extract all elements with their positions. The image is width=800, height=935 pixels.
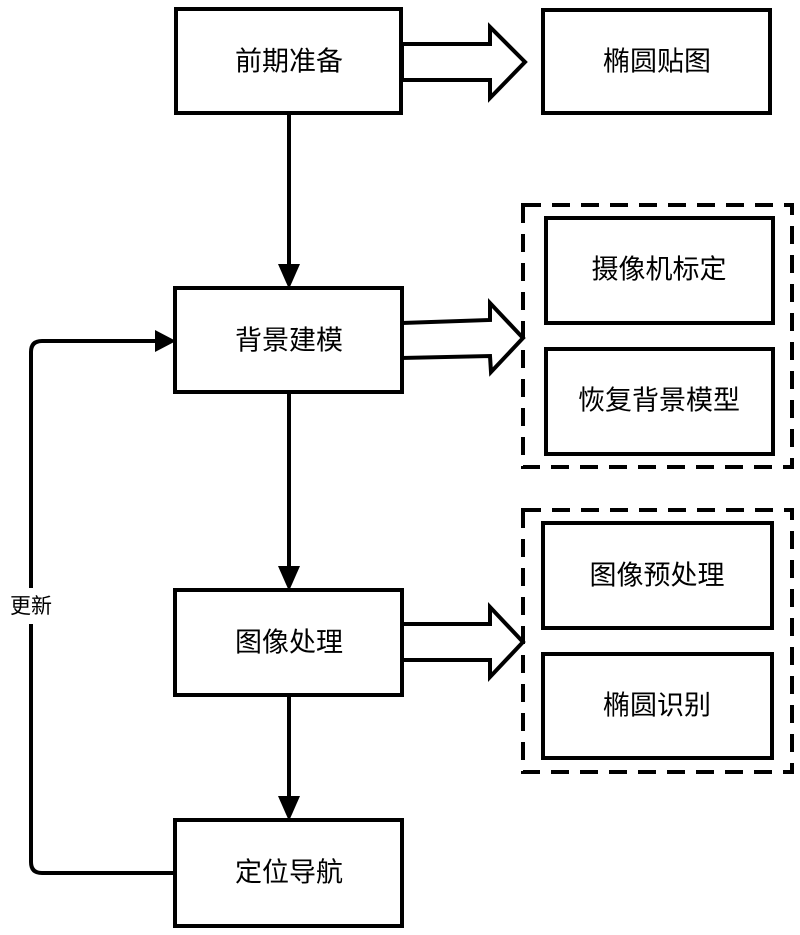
feedback-label: 更新 (10, 594, 52, 618)
node-restore-bg-model-label: 恢复背景模型 (578, 386, 740, 417)
group-img-proc: 图像预处理 椭圆识别 (521, 508, 794, 774)
node-camera-calibration-label: 摄像机标定 (592, 255, 727, 286)
node-prep: 前期准备 (174, 7, 403, 115)
node-prep-label: 前期准备 (235, 47, 343, 78)
node-ellipse-recognition-label: 椭圆识别 (603, 691, 711, 722)
arrow-img-proc-to-nav (278, 695, 300, 821)
feedback-arrow (29, 330, 176, 875)
node-ellipse-map-label: 椭圆贴图 (603, 47, 711, 78)
arrow-bg-model-to-img-proc (278, 392, 300, 591)
node-bg-model: 背景建模 (173, 286, 404, 394)
node-img-proc: 图像处理 (173, 588, 404, 697)
node-ellipse-recognition: 椭圆识别 (541, 652, 774, 760)
node-camera-calibration: 摄像机标定 (544, 216, 775, 325)
node-nav: 定位导航 (173, 818, 404, 928)
hollow-arrow-prep-to-ellipse-map (400, 22, 528, 103)
arrow-prep-to-bg-model (278, 113, 300, 289)
group-bg-model: 摄像机标定 恢复背景模型 (521, 203, 794, 469)
node-nav-label: 定位导航 (235, 858, 343, 889)
node-bg-model-label: 背景建模 (235, 326, 343, 357)
hollow-arrow-bg-model-to-group (400, 297, 526, 377)
node-ellipse-map: 椭圆贴图 (541, 8, 772, 115)
node-img-preprocess-label: 图像预处理 (590, 561, 725, 592)
node-img-preprocess: 图像预处理 (541, 521, 774, 630)
node-img-proc-label: 图像处理 (235, 628, 343, 659)
node-restore-bg-model: 恢复背景模型 (544, 347, 775, 456)
hollow-arrow-img-proc-to-group (400, 601, 526, 683)
